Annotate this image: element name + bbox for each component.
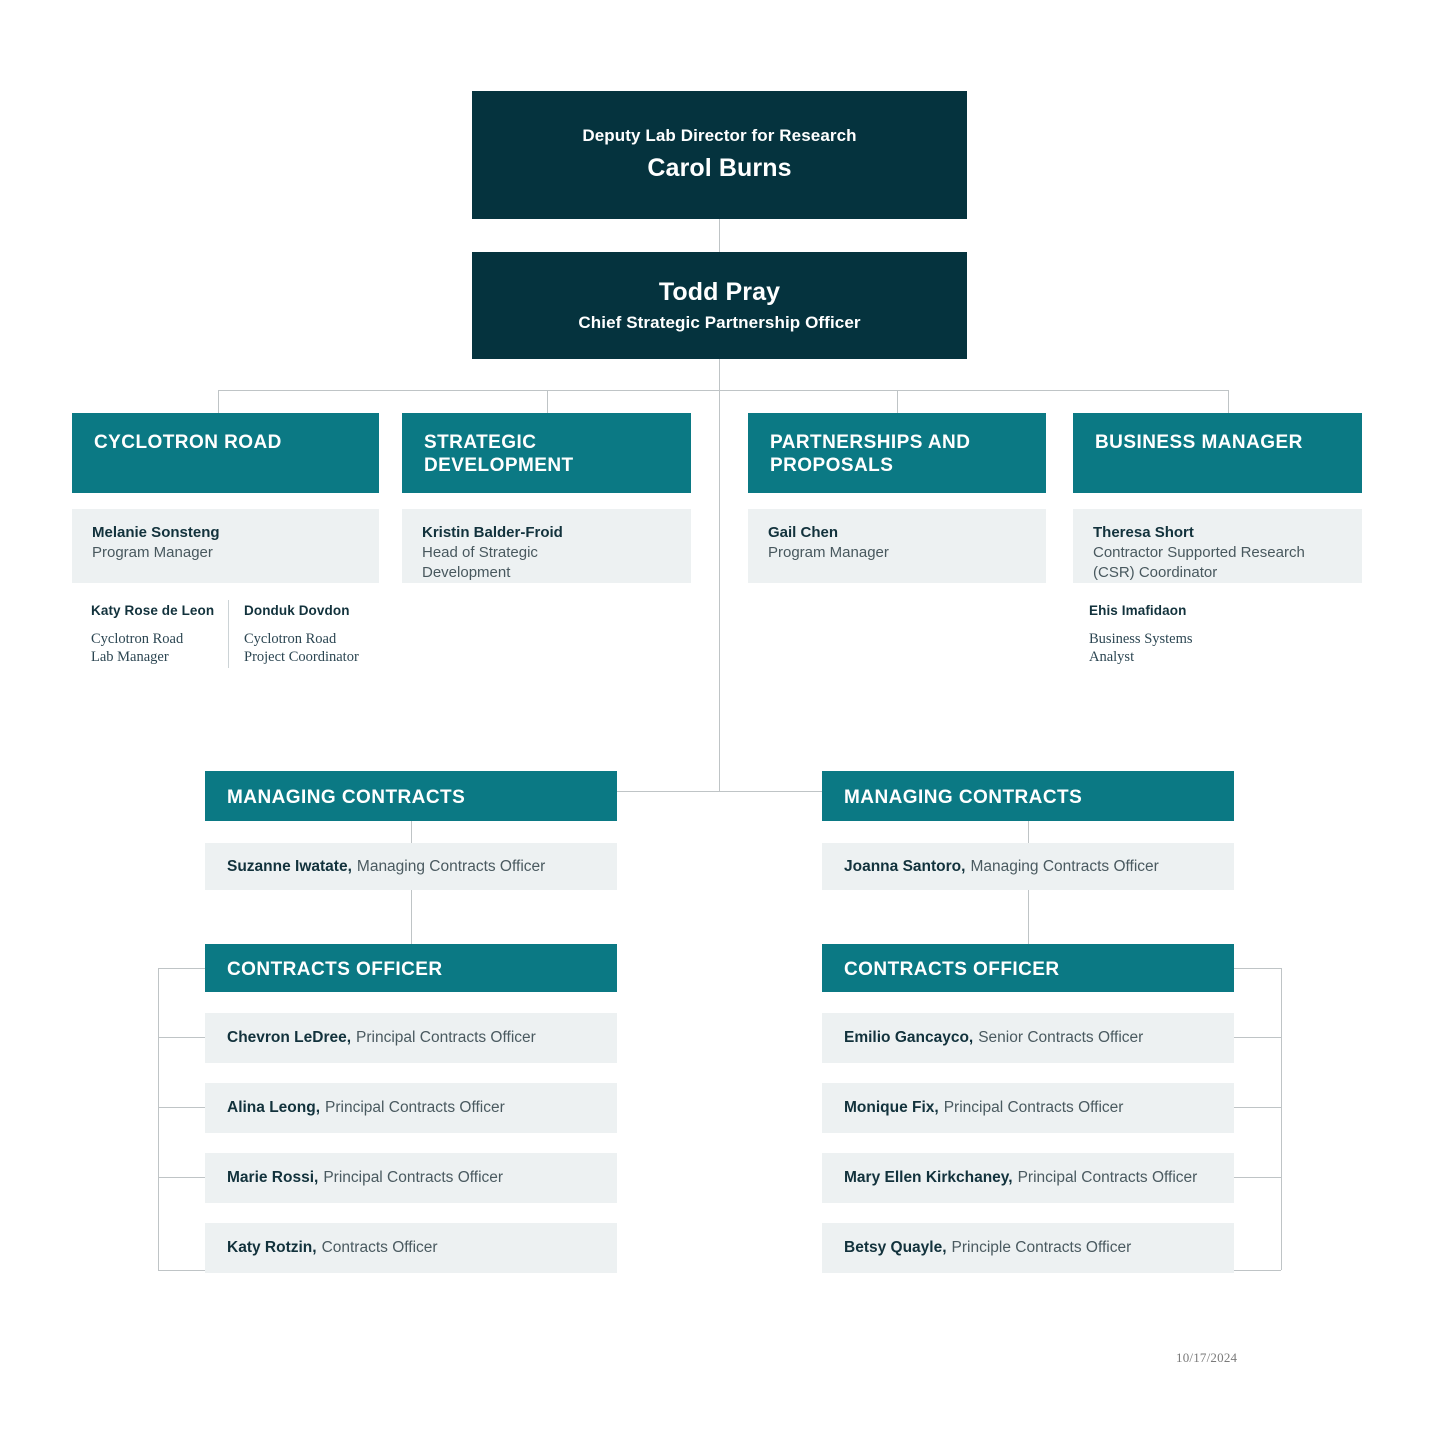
connector-drop-dept-3 bbox=[897, 390, 898, 413]
officer-role: Principal Contracts Officer bbox=[323, 1169, 504, 1186]
manager-name: Joanna Santoro, bbox=[844, 857, 966, 875]
contracts-officer-row-right-4[interactable]: Betsy Quayle, Principle Contracts Office… bbox=[822, 1223, 1234, 1273]
dept-title-cyclotron-road: CYCLOTRON ROAD bbox=[94, 432, 282, 453]
box-chief-strategic-partnership-officer[interactable]: Todd Pray Chief Strategic Partnership Of… bbox=[472, 252, 967, 359]
officer-role: Contracts Officer bbox=[321, 1239, 438, 1256]
connector-director-to-officer bbox=[719, 218, 720, 253]
officer-name: Emilio Gancayco, bbox=[844, 1029, 974, 1046]
officer-role: Principal Contracts Officer bbox=[325, 1099, 505, 1116]
contracts-officer-header-right[interactable]: CONTRACTS OFFICER bbox=[822, 944, 1234, 992]
sub-entry-ehis-imafidaon[interactable]: Ehis Imafidaon Business Systems Analyst bbox=[1089, 603, 1249, 667]
contracts-officer-row-right-3[interactable]: Mary Ellen Kirkchaney, Principal Contrac… bbox=[822, 1153, 1234, 1203]
dept-lead-cyclotron-road[interactable]: Melanie Sonsteng Program Manager bbox=[72, 509, 379, 583]
officer-role: Principal Contracts Officer bbox=[1017, 1169, 1198, 1186]
officer-name: Katy Rotzin, bbox=[227, 1239, 317, 1256]
bracket-left-stub-2 bbox=[158, 1107, 206, 1108]
sub-entry-role: Cyclotron Road Lab Manager bbox=[91, 631, 184, 665]
dept-title-business-manager: BUSINESS MANAGER bbox=[1095, 432, 1303, 453]
managing-contracts-officer-left[interactable]: Suzanne Iwatate, Managing Contracts Offi… bbox=[205, 843, 617, 890]
dept-title-strategic-development: STRATEGIC DEVELOPMENT bbox=[424, 432, 574, 477]
sub-entry-donduk-dovdon[interactable]: Donduk Dovdon Cyclotron Road Project Coo… bbox=[244, 603, 379, 667]
officer-role: Senior Contracts Officer bbox=[978, 1029, 1144, 1046]
lead-role: Program Manager bbox=[768, 543, 889, 561]
officer-name: Monique Fix, bbox=[844, 1099, 939, 1116]
connector-departments-bus bbox=[218, 390, 1228, 391]
contracts-officer-row-left-3[interactable]: Marie Rossi, Principal Contracts Officer bbox=[205, 1153, 617, 1203]
bracket-right-stub-4 bbox=[1233, 1270, 1281, 1271]
dept-title-partnerships-and-proposals: PARTNERSHIPS AND PROPOSALS bbox=[770, 432, 971, 477]
manager-role: Managing Contracts Officer bbox=[970, 857, 1159, 875]
contracts-officer-title-left: CONTRACTS OFFICER bbox=[227, 959, 443, 980]
connector-right-managing-to-manager bbox=[1028, 821, 1029, 843]
dept-header-cyclotron-road[interactable]: CYCLOTRON ROAD bbox=[72, 413, 379, 493]
bracket-left-stub-3 bbox=[158, 1177, 206, 1178]
connector-right-manager-to-officer bbox=[1028, 890, 1029, 944]
officer-name: Marie Rossi, bbox=[227, 1169, 319, 1186]
sub-entry-name: Donduk Dovdon bbox=[244, 603, 350, 618]
contracts-officer-row-right-1[interactable]: Emilio Gancayco, Senior Contracts Office… bbox=[822, 1013, 1234, 1063]
box-deputy-lab-director[interactable]: Deputy Lab Director for Research Carol B… bbox=[472, 91, 967, 219]
officer-role: Principal Contracts Officer bbox=[356, 1029, 536, 1046]
manager-role: Managing Contracts Officer bbox=[356, 857, 546, 875]
sub-entry-role: Cyclotron Road Project Coordinator bbox=[244, 631, 359, 665]
contracts-officer-row-left-4[interactable]: Katy Rotzin, Contracts Officer bbox=[205, 1223, 617, 1273]
managing-contracts-header-right[interactable]: MANAGING CONTRACTS bbox=[822, 771, 1234, 821]
bracket-left-stub-1 bbox=[158, 1037, 206, 1038]
managing-contracts-title-left: MANAGING CONTRACTS bbox=[227, 787, 466, 808]
bracket-left-spine bbox=[158, 968, 159, 1270]
dept-lead-strategic-development[interactable]: Kristin Balder-Froid Head of Strategic D… bbox=[402, 509, 691, 583]
contracts-officer-title-right: CONTRACTS OFFICER bbox=[844, 959, 1060, 980]
bracket-right-stub-3 bbox=[1233, 1177, 1281, 1178]
date-stamp: 10/17/2024 bbox=[1176, 1350, 1238, 1365]
lead-role: Head of Strategic Development bbox=[422, 543, 538, 581]
divider-cyclotron-subentries bbox=[228, 600, 229, 668]
director-name: Carol Burns bbox=[647, 154, 792, 183]
officer-role: Chief Strategic Partnership Officer bbox=[578, 312, 861, 332]
sub-entry-katy-rose-de-leon[interactable]: Katy Rose de Leon Cyclotron Road Lab Man… bbox=[91, 603, 216, 667]
officer-name: Betsy Quayle, bbox=[844, 1239, 947, 1256]
sub-entry-role: Business Systems Analyst bbox=[1089, 631, 1193, 665]
dept-header-business-manager[interactable]: BUSINESS MANAGER bbox=[1073, 413, 1362, 493]
contracts-officer-row-right-2[interactable]: Monique Fix, Principal Contracts Officer bbox=[822, 1083, 1234, 1133]
managing-contracts-header-left[interactable]: MANAGING CONTRACTS bbox=[205, 771, 617, 821]
connector-drop-dept-2 bbox=[547, 390, 548, 413]
managing-contracts-officer-right[interactable]: Joanna Santoro, Managing Contracts Offic… bbox=[822, 843, 1234, 890]
sub-entry-name: Katy Rose de Leon bbox=[91, 603, 215, 618]
connector-managing-bus bbox=[411, 791, 1028, 792]
lead-name: Melanie Sonsteng bbox=[92, 524, 220, 541]
bracket-left-stub-head bbox=[158, 968, 206, 969]
bracket-right-stub-1 bbox=[1233, 1037, 1281, 1038]
connector-left-managing-to-manager bbox=[411, 821, 412, 843]
dept-lead-business-manager[interactable]: Theresa Short Contractor Supported Resea… bbox=[1073, 509, 1362, 583]
bracket-right-spine bbox=[1281, 968, 1282, 1270]
lead-name: Kristin Balder-Froid bbox=[422, 524, 563, 541]
officer-name: Mary Ellen Kirkchaney, bbox=[844, 1169, 1013, 1186]
dept-header-strategic-development[interactable]: STRATEGIC DEVELOPMENT bbox=[402, 413, 691, 493]
director-role: Deputy Lab Director for Research bbox=[582, 126, 857, 146]
contracts-officer-row-left-2[interactable]: Alina Leong, Principal Contracts Officer bbox=[205, 1083, 617, 1133]
connector-drop-dept-4 bbox=[1228, 390, 1229, 413]
officer-role: Principle Contracts Officer bbox=[951, 1239, 1132, 1256]
lead-name: Theresa Short bbox=[1093, 524, 1194, 541]
managing-contracts-title-right: MANAGING CONTRACTS bbox=[844, 787, 1083, 808]
connector-officer-trunk bbox=[719, 358, 720, 791]
dept-header-partnerships-and-proposals[interactable]: PARTNERSHIPS AND PROPOSALS bbox=[748, 413, 1046, 493]
bracket-left-stub-4 bbox=[158, 1270, 206, 1271]
lead-role: Contractor Supported Research (CSR) Coor… bbox=[1093, 543, 1305, 581]
officer-role: Principal Contracts Officer bbox=[943, 1099, 1124, 1116]
manager-name: Suzanne Iwatate, bbox=[227, 857, 352, 875]
officer-name: Todd Pray bbox=[658, 278, 781, 307]
contracts-officer-row-left-1[interactable]: Chevron LeDree, Principal Contracts Offi… bbox=[205, 1013, 617, 1063]
connector-drop-dept-1 bbox=[218, 390, 219, 413]
sub-entry-name: Ehis Imafidaon bbox=[1089, 603, 1187, 618]
bracket-right-stub-head bbox=[1233, 968, 1281, 969]
contracts-officer-header-left[interactable]: CONTRACTS OFFICER bbox=[205, 944, 617, 992]
dept-lead-partnerships-and-proposals[interactable]: Gail Chen Program Manager bbox=[748, 509, 1046, 583]
lead-role: Program Manager bbox=[92, 543, 213, 561]
connector-left-manager-to-officer bbox=[411, 890, 412, 944]
lead-name: Gail Chen bbox=[768, 524, 839, 541]
officer-name: Alina Leong, bbox=[227, 1099, 320, 1116]
bracket-right-stub-2 bbox=[1233, 1107, 1281, 1108]
officer-name: Chevron LeDree, bbox=[227, 1029, 352, 1046]
